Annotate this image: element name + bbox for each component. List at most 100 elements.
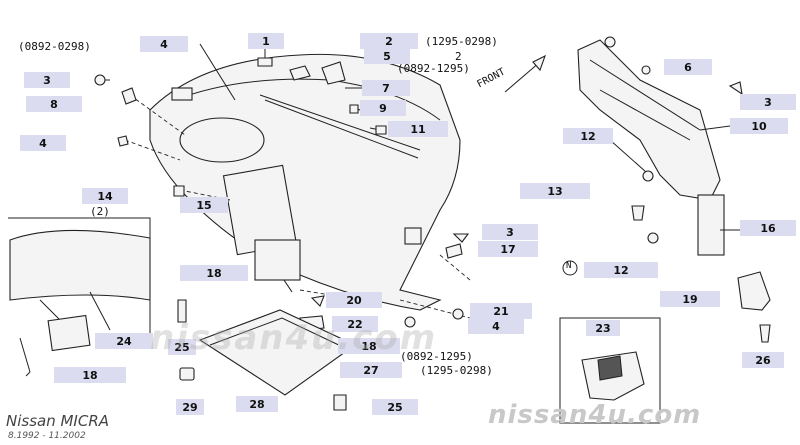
front-arrow-head [532,54,546,72]
part-11-cap [375,125,387,135]
model-name: Nissan MICRA [6,412,110,430]
leader-17 [439,254,471,281]
part-9-clip [349,104,359,114]
callout-3-mid: 3 [482,224,538,240]
note-range-b: (0892-1295) [397,62,470,75]
callout-12: 12 [563,128,613,144]
part-20-clip [310,295,325,307]
callout-16: 16 [740,220,796,236]
front-arrow-line [504,61,541,93]
callout-25: 25 [168,339,196,355]
callout-3: 3 [24,72,70,88]
part-14-bolt [173,185,185,197]
callout-3-right: 3 [740,94,796,110]
center-watermark: nissan4u.com [150,318,438,358]
callout-23: 23 [586,320,620,336]
model-years: 8.1992 - 11.2002 [8,431,86,441]
leader-4a [124,139,181,161]
part-8-bracket [121,87,137,105]
part-3-nut [94,74,106,86]
callout-9: 9 [360,100,406,116]
note-range-a: (1295-0298) [425,35,498,48]
instrument-cluster-opening [179,117,265,163]
part-29-bumper [179,367,195,381]
callout-25-lower: 25 [372,399,418,415]
glove-box-inner [209,317,346,349]
part-16-stay [697,194,725,256]
callout-26: 26 [742,352,784,368]
part-19-bracket [737,271,771,311]
part-23-opening [597,355,623,381]
bracket-edge-a [589,59,701,131]
callout-4-lower: 4 [468,318,524,334]
part-4b-nut [404,316,416,328]
part-18-screw [283,279,293,293]
callout-21: 21 [470,303,532,319]
left-vent [171,87,193,101]
part-2-bracket [289,65,311,81]
callout-27: 27 [340,362,402,378]
note-circle-n: N [566,261,572,271]
part-25b-hinge [333,394,347,411]
callout-20: 20 [326,292,382,308]
callout-29: 29 [176,399,204,415]
callout-10: 10 [730,118,788,134]
inset-screw [19,337,31,377]
part-3b-nut [452,233,470,243]
leader-10 [699,125,731,131]
callout-5: 5 [364,48,410,64]
callout-14: 14 [82,188,128,204]
bracket-edge-b [599,89,691,141]
callout-18-mid: 18 [338,338,400,354]
callout-12-lower: 12 [584,262,658,278]
part-5-bracket [321,61,346,85]
part-3c-nut [604,36,616,48]
callout-1: 1 [248,33,284,49]
callout-24: 24 [95,333,153,349]
part-25-hinge [177,299,187,323]
note-variant-two: 2 [455,50,462,63]
leader-21 [399,299,471,319]
part-4-screw [117,135,129,147]
leader-4 [199,43,236,101]
callout-15: 15 [180,197,228,213]
callout-2: 2 [360,33,418,49]
dashboard-defroster-slot [259,94,421,151]
callout-8: 8 [26,96,82,112]
callout-18: 18 [180,265,248,281]
part-12b-nut [647,232,659,244]
callout-13: 13 [520,183,590,199]
callout-4: 4 [140,36,188,52]
site-watermark: nissan4u.com [488,400,702,430]
note-range-lower-a: (0892-1295) [400,350,473,363]
callout-7: 7 [362,80,410,96]
note-range-top-left: (0892-0298) [18,40,91,53]
center-stack-lower [254,239,301,281]
leader-8 [129,94,186,136]
callout-4-left: 4 [20,135,66,151]
dashboard-defroster-slot-2 [264,99,419,159]
part-1-clip [257,57,273,67]
part-12-nut [642,170,654,182]
note-n-circle [562,260,578,276]
part-3d-nut [728,81,743,96]
part-17-clip [445,243,463,259]
part-21-nut [452,308,464,320]
note-inset-two: (2) [90,205,110,218]
callout-19: 19 [660,291,720,307]
callout-17: 17 [478,241,538,257]
inset-dash-panel [9,229,151,301]
part-13-bolt [631,205,645,221]
callout-11: 11 [388,121,448,137]
note-range-lower-b: (1295-0298) [420,364,493,377]
part-23-frame [559,317,661,424]
callout-6: 6 [664,59,712,75]
leader-12 [609,139,647,173]
part-26-screw [759,324,771,343]
callout-22: 22 [332,316,378,332]
callout-18-inset: 18 [54,367,126,383]
part-6-bolt [641,65,651,75]
inset-bracket-part [47,314,91,352]
